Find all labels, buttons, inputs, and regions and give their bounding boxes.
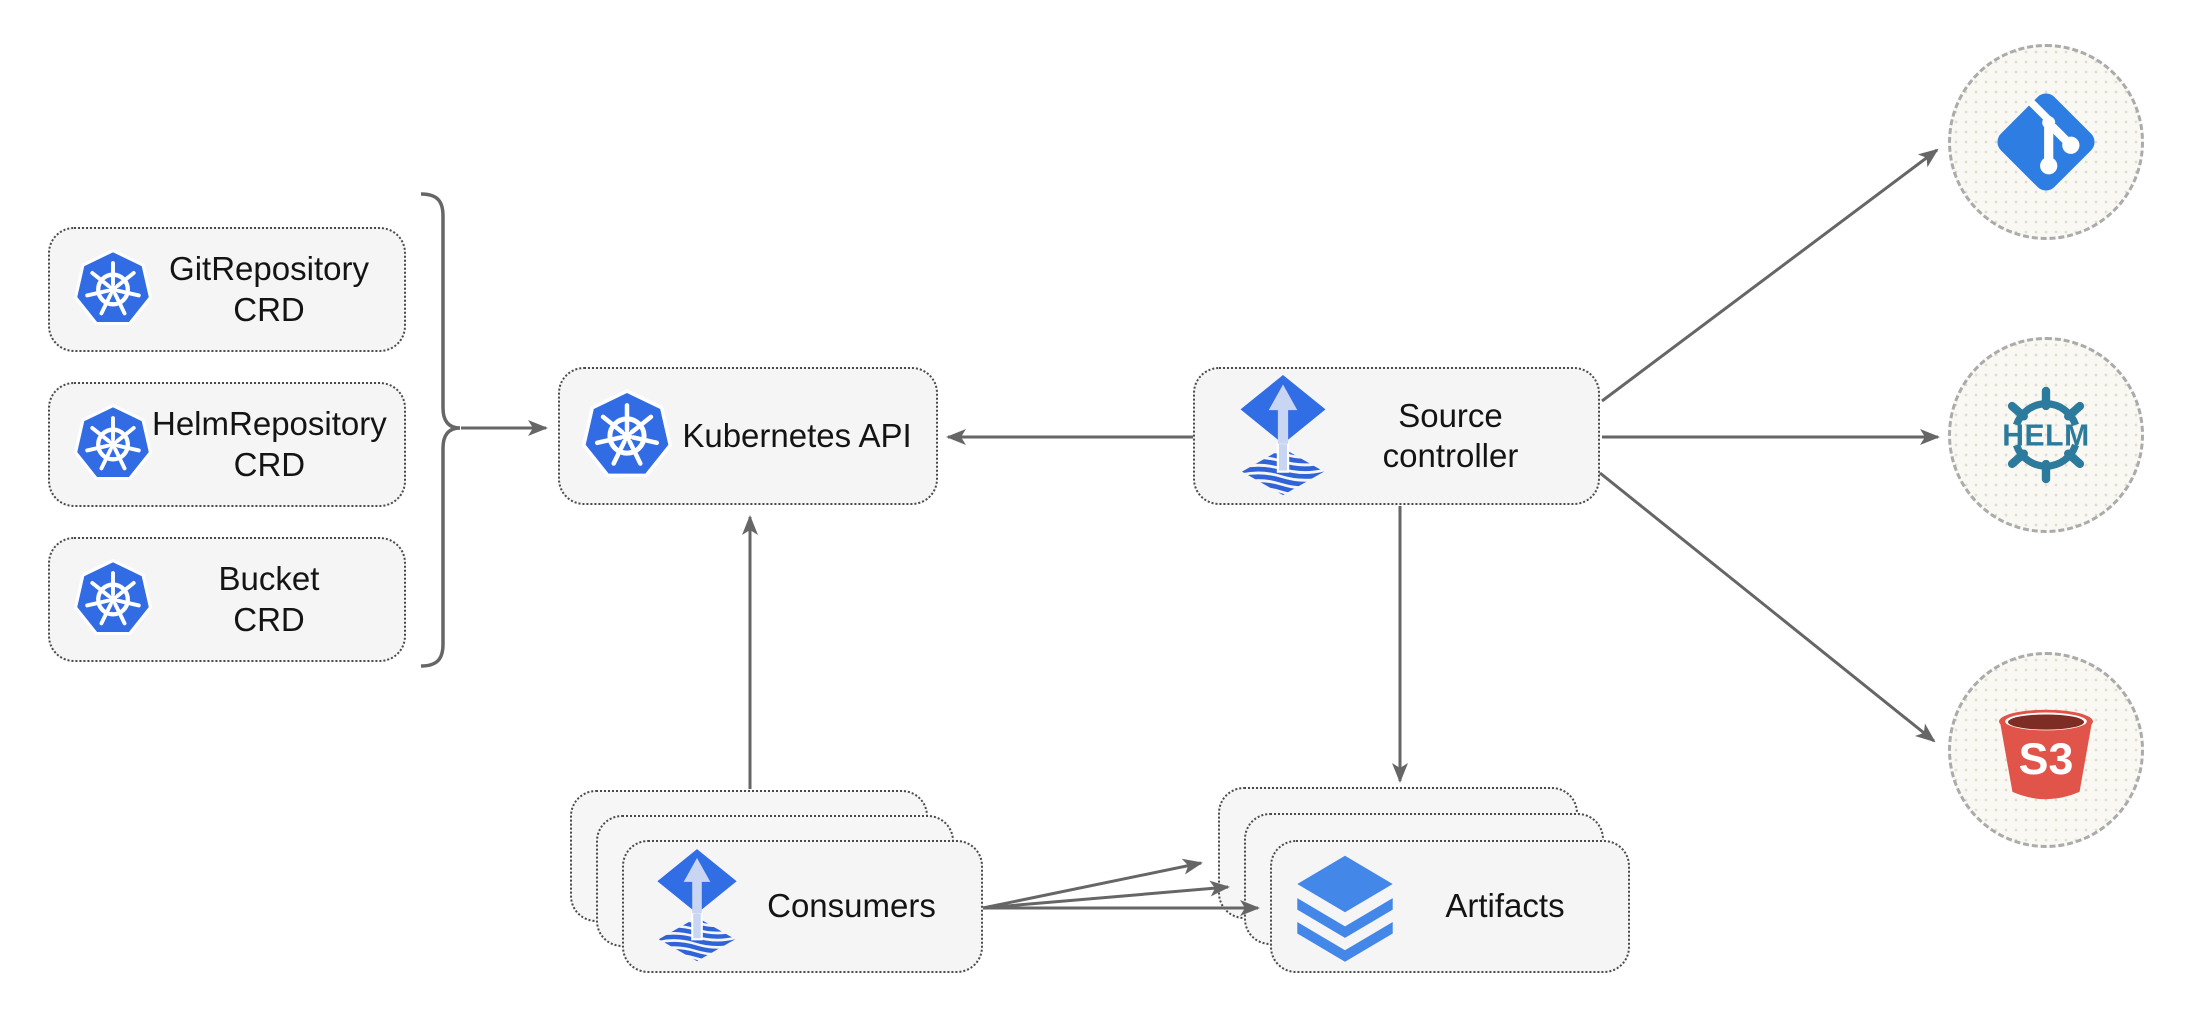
node-label-line2: CRD [233,445,306,483]
node-gitrepository-crd: GitRepository CRD [48,227,406,352]
crd-group-brace [420,192,461,668]
node-helmrepository-crd: HelmRepository CRD [48,382,406,507]
node-label: Consumers [767,887,936,925]
node-label: Source controller [1327,396,1574,477]
node-label: Kubernetes API [682,416,912,454]
node-label-line1: HelmRepository [152,405,387,443]
flux-icon [656,849,738,964]
node-label: GitRepository CRD [152,249,386,330]
node-consumers: Consumers [622,840,983,973]
helm-logo-text: HELM [2002,420,2090,453]
git-icon [1992,88,2100,196]
node-helm-source: HELM [1948,337,2144,533]
node-artifacts: Artifacts [1270,840,1630,973]
kubernetes-icon [74,249,152,330]
node-label: Artifacts [1445,887,1565,925]
node-s3-source: S3 [1948,652,2144,848]
kubernetes-icon [582,389,672,483]
helm-icon: HELM [1990,382,2102,488]
node-label-line2: CRD [233,290,305,328]
node-git-source [1948,44,2144,240]
node-label-line1: Bucket [218,560,320,598]
node-source-controller: Source controller [1193,367,1600,505]
arrow-source-controller-to-git [1601,148,1939,403]
s3-bucket-icon: S3 [1990,698,2102,802]
node-label: Bucket CRD [152,559,386,640]
arrow-consumers-to-artifacts-1 [982,858,1203,910]
node-kubernetes-api: Kubernetes API [558,367,938,505]
node-label: HelmRepository CRD [152,404,387,485]
kubernetes-icon [74,559,152,640]
node-label-line1: GitRepository [169,250,369,288]
node-label-line1: Source [1398,396,1503,434]
kubernetes-icon [74,404,152,485]
arrow-source-controller-to-s3 [1599,471,1936,743]
node-label-line2: CRD [233,600,305,638]
arrow-consumers-to-artifacts-2 [982,880,1230,910]
layers-icon [1292,852,1398,962]
node-bucket-crd: Bucket CRD [48,537,406,662]
flux-icon [1239,375,1327,498]
node-label-line2: controller [1382,437,1519,474]
s3-logo-text: S3 [2019,735,2074,784]
